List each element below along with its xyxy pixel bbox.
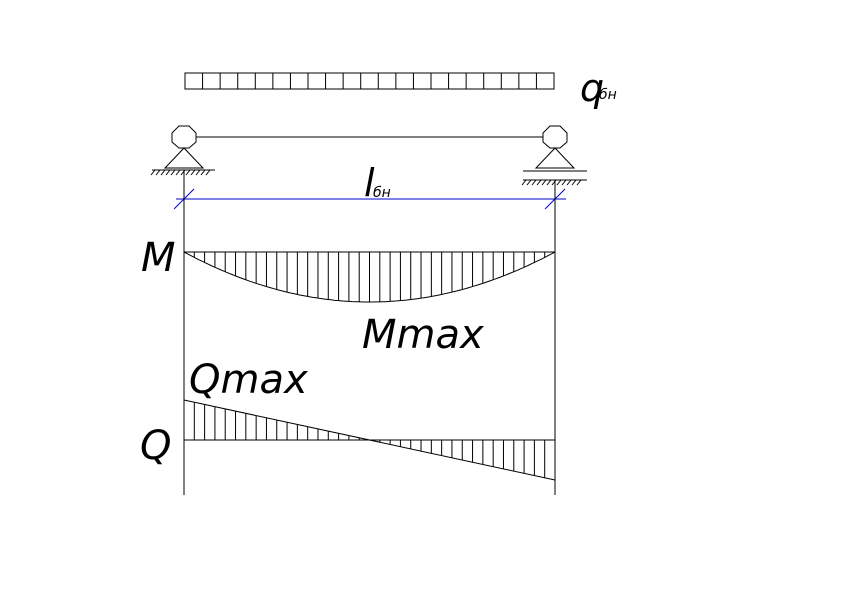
left-support-triangle bbox=[163, 147, 205, 169]
load-label: q bbox=[580, 66, 604, 110]
shear-max-label: Qmax bbox=[189, 357, 308, 403]
shear-label: Q bbox=[140, 423, 171, 469]
moment-hatch bbox=[193, 252, 546, 302]
load-bar-ticks bbox=[202, 73, 537, 89]
hatch-line bbox=[195, 169, 201, 176]
hatch-line bbox=[546, 179, 552, 186]
hatch-line bbox=[165, 169, 171, 176]
hatch-line bbox=[170, 169, 176, 176]
left-support-hatch bbox=[150, 169, 211, 176]
hatch-line bbox=[556, 179, 562, 186]
span-label-subscript: бн bbox=[373, 185, 391, 201]
right-support bbox=[521, 125, 587, 186]
hatch-line bbox=[200, 169, 206, 176]
moment-max-label: Mmax bbox=[362, 312, 484, 358]
distributed-load bbox=[184, 72, 555, 90]
span-label: l bbox=[364, 161, 375, 205]
right-support-triangle bbox=[534, 147, 576, 169]
moment-diagram bbox=[183, 251, 556, 303]
hatch-line bbox=[521, 179, 527, 186]
hatch-line bbox=[150, 169, 156, 176]
right-support-hinge bbox=[542, 125, 568, 149]
hatch-line bbox=[531, 179, 537, 186]
hatch-line bbox=[571, 179, 577, 186]
hatch-line bbox=[566, 179, 572, 186]
hatch-line bbox=[576, 179, 582, 186]
hatch-line bbox=[561, 179, 567, 186]
left-support-hinge bbox=[171, 125, 197, 149]
hatch-line bbox=[541, 179, 547, 186]
hatch-line bbox=[526, 179, 532, 186]
right-support-hatch bbox=[521, 179, 582, 186]
hatch-line bbox=[205, 169, 211, 176]
left-support bbox=[150, 125, 215, 176]
hatch-line bbox=[185, 169, 191, 176]
load-label-subscript: бн bbox=[599, 87, 617, 103]
hatch-line bbox=[160, 169, 166, 176]
shear-diagram bbox=[183, 399, 556, 481]
shear-hatch bbox=[183, 400, 546, 478]
hatch-line bbox=[190, 169, 196, 176]
hatch-line bbox=[175, 169, 181, 176]
load-bar-outline bbox=[184, 72, 555, 90]
moment-label: M bbox=[141, 235, 176, 281]
hatch-line bbox=[536, 179, 542, 186]
hatch-line bbox=[155, 169, 161, 176]
